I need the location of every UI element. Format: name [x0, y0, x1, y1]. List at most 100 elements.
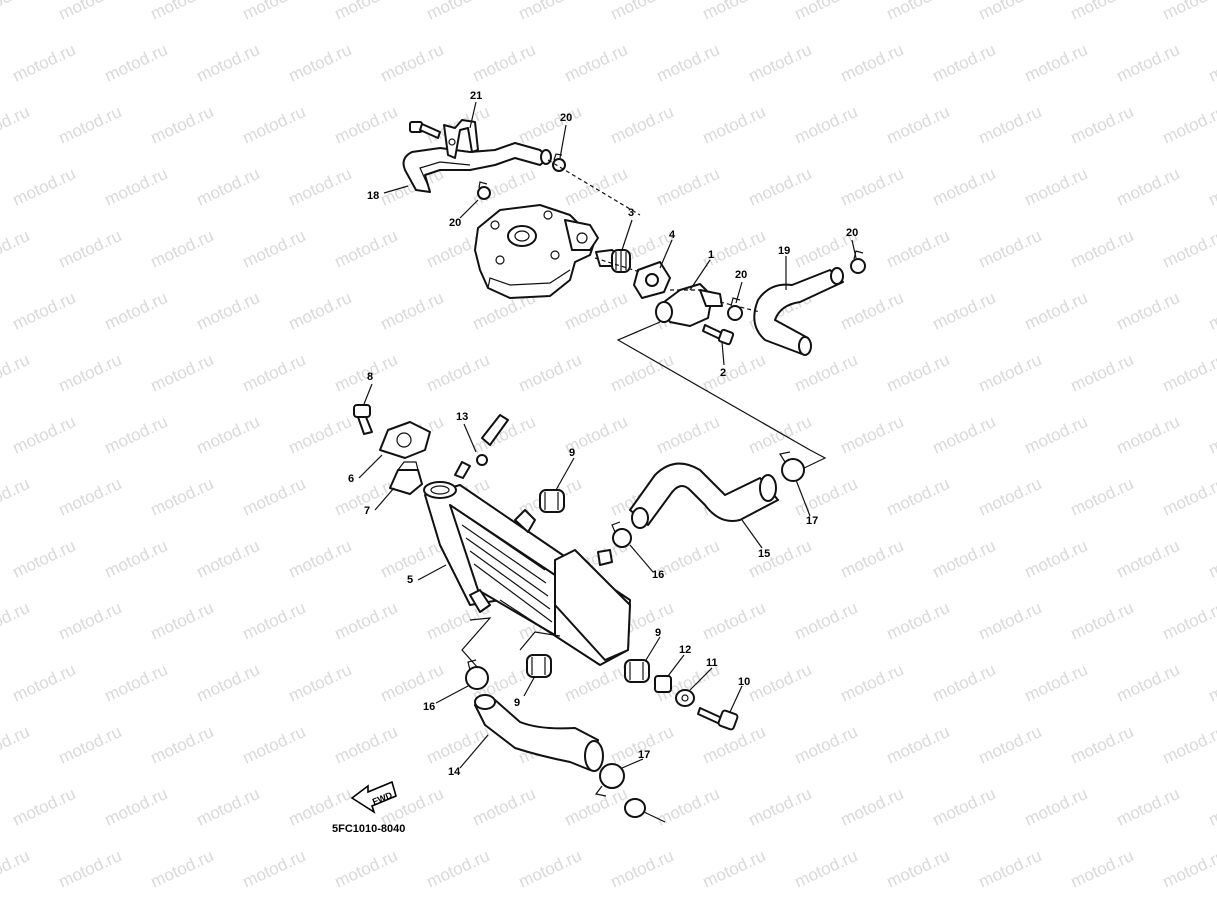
watermark-text: motod.ru: [976, 350, 1045, 396]
clamp-17-upper: [779, 451, 805, 482]
watermark-text: motod.ru: [746, 164, 815, 210]
watermark-text: motod.ru: [930, 536, 999, 582]
watermark-text: motod.ru: [332, 722, 401, 768]
watermark-text: motod.ru: [10, 40, 79, 86]
watermark-text: motod.ru: [10, 412, 79, 458]
watermark-text: motod.ru: [930, 908, 999, 913]
watermark-text: motod.ru: [102, 536, 171, 582]
grommet-9-lower-left: [526, 654, 552, 678]
watermark-text: motod.ru: [0, 474, 32, 520]
bolt-top: [409, 121, 441, 139]
callout-5: 5: [407, 574, 413, 586]
watermark-text: motod.ru: [1160, 226, 1217, 272]
washer-11: [675, 689, 695, 707]
watermark-text: motod.ru: [608, 102, 677, 148]
watermark-text: motod.ru: [1160, 350, 1217, 396]
watermark-text: motod.ru: [654, 412, 723, 458]
watermark-text: motod.ru: [792, 350, 861, 396]
callout-7: 7: [364, 505, 370, 517]
watermark-text: motod.ru: [654, 164, 723, 210]
watermark-text: motod.ru: [930, 784, 999, 830]
grommet-9-lower-right: [624, 659, 650, 683]
watermark-text: motod.ru: [516, 102, 585, 148]
clamp-20-left: [477, 181, 491, 200]
watermark-text: motod.ru: [930, 288, 999, 334]
radiator-cap-7: [389, 461, 423, 495]
watermark-text: motod.ru: [240, 350, 309, 396]
watermark-text: motod.ru: [56, 102, 125, 148]
watermark-text: motod.ru: [102, 784, 171, 830]
callout-9-right: 9: [655, 627, 661, 639]
watermark-text: motod.ru: [1022, 784, 1091, 830]
watermark-text: motod.ru: [1114, 288, 1183, 334]
watermark-text: motod.ru: [930, 412, 999, 458]
watermark-text: motod.ru: [838, 288, 907, 334]
gasket-4: [633, 261, 671, 299]
watermark-text: motod.ru: [10, 660, 79, 706]
watermark-text: motod.ru: [102, 40, 171, 86]
watermark-text: motod.ru: [332, 0, 401, 24]
watermark-text: motod.ru: [148, 722, 217, 768]
watermark-text: motod.ru: [194, 784, 263, 830]
watermark-text: motod.ru: [838, 660, 907, 706]
watermark-text: motod.ru: [148, 846, 217, 892]
watermark-text: motod.ru: [1022, 412, 1091, 458]
watermark-text: motod.ru: [194, 288, 263, 334]
watermark-text: motod.ru: [838, 164, 907, 210]
watermark-text: motod.ru: [884, 350, 953, 396]
watermark-text: motod.ru: [976, 226, 1045, 272]
watermark-text: motod.ru: [976, 598, 1045, 644]
watermark-text: motod.ru: [1022, 660, 1091, 706]
leader-lines: [358, 101, 857, 769]
watermark-text: motod.ru: [1206, 908, 1217, 913]
watermark-text: motod.ru: [378, 288, 447, 334]
watermark-text: motod.ru: [1160, 102, 1217, 148]
hose-15: [629, 462, 779, 529]
clamp-16-lower: [465, 659, 489, 690]
watermark-text: motod.ru: [1206, 40, 1217, 86]
callout-16-upper: 16: [652, 569, 664, 581]
watermark-text: motod.ru: [976, 0, 1045, 24]
watermark-text: motod.ru: [976, 846, 1045, 892]
thermo-unit-3: [595, 249, 631, 273]
watermark-text: motod.ru: [976, 102, 1045, 148]
bracket-21: [443, 119, 479, 159]
watermark-text: motod.ru: [792, 598, 861, 644]
watermark-text: motod.ru: [884, 722, 953, 768]
watermark-text: motod.ru: [240, 722, 309, 768]
assembly-bracket-line: [616, 321, 827, 471]
watermark-text: motod.ru: [608, 350, 677, 396]
watermark-text: motod.ru: [1068, 846, 1137, 892]
watermark-text: motod.ru: [1160, 722, 1217, 768]
watermark-text: motod.ru: [56, 598, 125, 644]
watermark-text: motod.ru: [746, 784, 815, 830]
watermark-text: motod.ru: [148, 0, 217, 24]
watermark-text: motod.ru: [286, 288, 355, 334]
watermark-text: motod.ru: [1022, 164, 1091, 210]
callout-19: 19: [778, 245, 790, 257]
watermark-text: motod.ru: [976, 722, 1045, 768]
callout-8: 8: [367, 371, 373, 383]
watermark-text: motod.ru: [746, 660, 815, 706]
watermark-text: motod.ru: [0, 846, 32, 892]
callout-14: 14: [448, 766, 461, 778]
watermark-text: motod.ru: [240, 102, 309, 148]
pipe-end: [624, 798, 666, 823]
watermark-text: motod.ru: [838, 536, 907, 582]
callout-20-right: 20: [846, 227, 858, 239]
outlet-housing-1: [655, 283, 723, 327]
callout-labels: 1 2 3 4 5 6 7 8 9 9 9 10 11 12 13 14 15 …: [348, 90, 858, 778]
watermark-text: motod.ru: [194, 164, 263, 210]
watermark-text: motod.ru: [10, 164, 79, 210]
callout-15: 15: [758, 548, 770, 560]
watermark-text: motod.ru: [332, 598, 401, 644]
watermark-text: motod.ru: [884, 474, 953, 520]
watermark-text: motod.ru: [930, 660, 999, 706]
watermark-text: motod.ru: [884, 846, 953, 892]
radiator-5: [423, 481, 631, 666]
callout-3: 3: [628, 207, 634, 219]
watermark-text: motod.ru: [56, 722, 125, 768]
watermark-text: motod.ru: [332, 846, 401, 892]
watermark-text: motod.ru: [0, 350, 32, 396]
callout-9-left: 9: [514, 697, 520, 709]
